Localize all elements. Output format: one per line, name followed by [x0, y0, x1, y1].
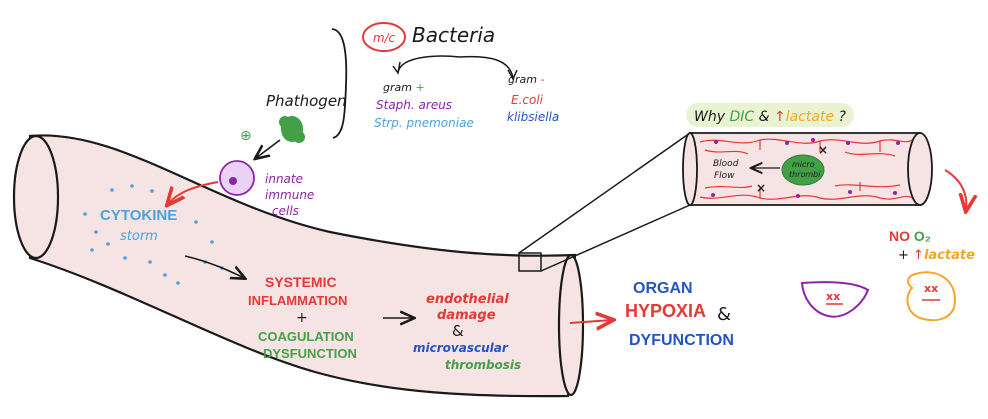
storm-label: storm: [120, 229, 158, 244]
cytokine-to-systemic-arrow: [184, 255, 244, 278]
strep-pneumoniae: Strp. pnemoniae: [374, 116, 474, 130]
inflammation-label: INFLAMMATION: [248, 293, 347, 308]
zoom-source-box: [518, 252, 542, 272]
vessel-right-opening: [557, 253, 585, 397]
endothelial-label: endothelial: [426, 292, 509, 307]
damage-label: damage: [437, 308, 496, 323]
lactate-up-label: + ↑lactate: [898, 248, 975, 263]
bacteria-bracket: [331, 28, 348, 139]
zoom-line-bottom: [540, 204, 691, 272]
cytokine-dots: [83, 184, 224, 285]
endothelial-nuclei: [711, 138, 900, 198]
e-coli: E.coli: [511, 93, 544, 107]
klebsiella: klibsiella: [507, 110, 559, 124]
blockage-x-icon-top: ×: [818, 143, 828, 157]
staph-aureus: Staph. areus: [376, 98, 452, 112]
immune-label-1: innate: [265, 172, 303, 186]
immune-label-2: immune: [265, 188, 314, 202]
organ-amp: &: [717, 304, 731, 325]
inset-vessel-right-end: [907, 132, 933, 206]
blood-flow-label-2: Flow: [714, 171, 735, 181]
cytokine-label: CYTOKINE: [100, 207, 177, 224]
mc-badge-circle: [362, 22, 406, 52]
thrombosis-label: thrombosis: [445, 358, 521, 372]
sad-organ-right-eyes: xx: [924, 282, 938, 295]
immune-label-3: cells: [272, 204, 299, 218]
vessel-left-opening: [12, 134, 60, 260]
inset-vessel-left-end: [682, 132, 698, 206]
mc-badge: m/c: [373, 31, 396, 45]
immune-cell-icon: [219, 160, 255, 196]
vessel-to-organ-arrow: [569, 320, 612, 323]
coagulation-label: COAGULATION: [258, 329, 354, 344]
pathogen-plus-icon: ⊕: [240, 128, 252, 144]
no-o2-label: NO O₂: [889, 228, 931, 244]
microthrombi-label-1: micro: [792, 160, 815, 169]
sad-organ-right-icon: [906, 271, 957, 322]
gram-negative-label: gram -: [508, 73, 544, 86]
microthrombi-label-2: thrombi: [789, 170, 821, 179]
endothelial-amp: &: [452, 322, 464, 340]
systemic-label: SYSTEMIC: [265, 274, 337, 290]
endothelial-cells: [699, 138, 913, 200]
question-banner: [686, 103, 854, 127]
inset-to-outcome-arrow: [944, 169, 966, 210]
hypoxia-label: HYPOXIA: [625, 301, 706, 321]
pathogen-label: Phathogen: [266, 92, 347, 110]
bacteria-title: Bacteria: [412, 23, 495, 47]
zoom-line-top: [518, 132, 691, 254]
organ-label: ORGAN: [633, 280, 693, 297]
dysfunction-label: DYSFUNCTION: [263, 346, 357, 361]
microvascular-label: microvascular: [413, 341, 509, 355]
immune-to-cytokine-arrow: [168, 181, 219, 204]
gram-positive-label: gram +: [383, 81, 425, 94]
inset-question: Why DIC & ↑lactate ?: [694, 109, 847, 125]
microthrombi-blob-icon: [781, 154, 825, 186]
pathogen-to-immune-arrow: [256, 139, 281, 158]
blood-flow-label-1: Blood: [713, 159, 739, 169]
blockage-x-icon-bottom: ×: [756, 181, 766, 195]
sad-organ-left-icon: [800, 281, 870, 318]
sad-organ-left-eyes: xx: [826, 290, 840, 303]
bacteria-branch-arrow: [397, 55, 514, 79]
dysfunction-organ-label: DYFUNCTION: [629, 332, 734, 349]
immune-cell-nucleus-icon: [229, 177, 237, 185]
systemic-plus: +: [296, 310, 308, 326]
pathogen-blob-icon: [279, 116, 305, 143]
